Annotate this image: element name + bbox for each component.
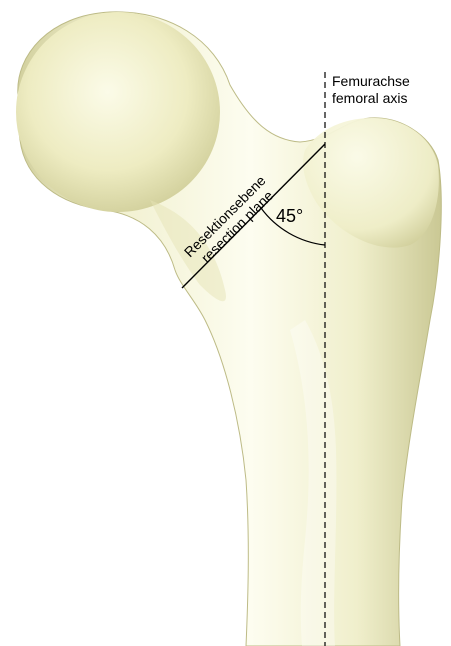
axis-label-line1: Femurachse — [332, 73, 410, 89]
femoral-head — [16, 12, 220, 212]
axis-label-line2: femoral axis — [332, 90, 407, 106]
femur-bone — [16, 12, 441, 646]
angle-label: 45° — [276, 206, 303, 226]
